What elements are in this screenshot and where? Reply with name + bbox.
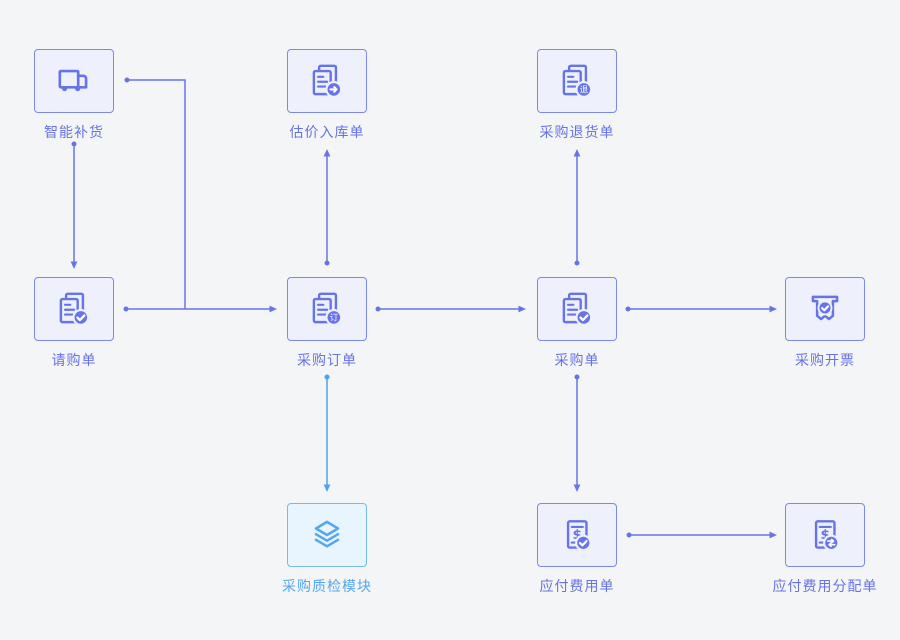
document-arrow-icon — [312, 64, 343, 98]
edge-purchase-to-payable — [573, 374, 581, 492]
node-label: 采购开票 — [795, 352, 855, 368]
node-box — [785, 503, 865, 567]
document-check-icon — [562, 292, 593, 326]
truck-icon — [58, 69, 88, 92]
node-label: 采购订单 — [297, 352, 357, 368]
edge-purchase-order-to-purchase — [375, 305, 526, 313]
edge-purchase-order-to-qc — [323, 374, 331, 492]
document-order-icon: 订 — [312, 292, 343, 326]
node-purchase[interactable]: 采购单 — [497, 277, 657, 370]
node-box: 退 — [537, 49, 617, 113]
node-box — [537, 277, 617, 341]
edge-replenish-to-requisition — [70, 141, 78, 269]
node-purchase-invoice[interactable]: 采购开票 — [745, 277, 900, 370]
node-box — [785, 277, 865, 341]
node-purchase-return[interactable]: 退 采购退货单 — [497, 49, 657, 142]
svg-text:订: 订 — [330, 313, 339, 323]
node-payable-alloc[interactable]: 应付费用分配单 — [745, 503, 900, 596]
edge-requisition-to-purchase-order — [123, 305, 277, 313]
node-payable-expense[interactable]: 应付费用单 — [497, 503, 657, 596]
node-box — [537, 503, 617, 567]
svg-text:退: 退 — [580, 85, 589, 95]
node-label: 智能补货 — [44, 124, 104, 140]
node-box — [287, 503, 367, 567]
bill-check-icon — [566, 520, 592, 552]
edge-purchase-to-invoice — [625, 305, 777, 313]
edge-payable-to-alloc — [626, 531, 777, 539]
node-box — [34, 277, 114, 341]
bill-transfer-icon — [814, 520, 840, 552]
node-label: 估价入库单 — [289, 124, 365, 140]
node-label: 应付费用单 — [539, 578, 615, 594]
node-box: 订 — [287, 277, 367, 341]
node-label: 采购质检模块 — [282, 578, 372, 594]
node-box — [287, 49, 367, 113]
node-requisition[interactable]: 请购单 — [0, 277, 154, 370]
node-purchase-order[interactable]: 订 采购订单 — [247, 277, 407, 370]
edge-purchase-to-return — [573, 149, 581, 266]
edge-purchase-order-to-est-inbound — [323, 149, 331, 266]
node-label: 采购退货单 — [539, 124, 615, 140]
node-label: 应付费用分配单 — [772, 578, 878, 594]
node-label: 请购单 — [51, 352, 97, 368]
node-box — [34, 49, 114, 113]
node-label: 采购单 — [554, 352, 600, 368]
node-smart-replenish[interactable]: 智能补货 — [0, 49, 154, 142]
document-return-icon: 退 — [562, 64, 593, 98]
layers-icon — [314, 520, 340, 548]
document-check-icon — [59, 292, 90, 326]
node-est-inbound[interactable]: 估价入库单 — [247, 49, 407, 142]
invoice-check-icon — [811, 295, 839, 321]
node-qc-module[interactable]: 采购质检模块 — [247, 503, 407, 596]
edge-replenish-branch-to-po-line — [124, 77, 186, 309]
